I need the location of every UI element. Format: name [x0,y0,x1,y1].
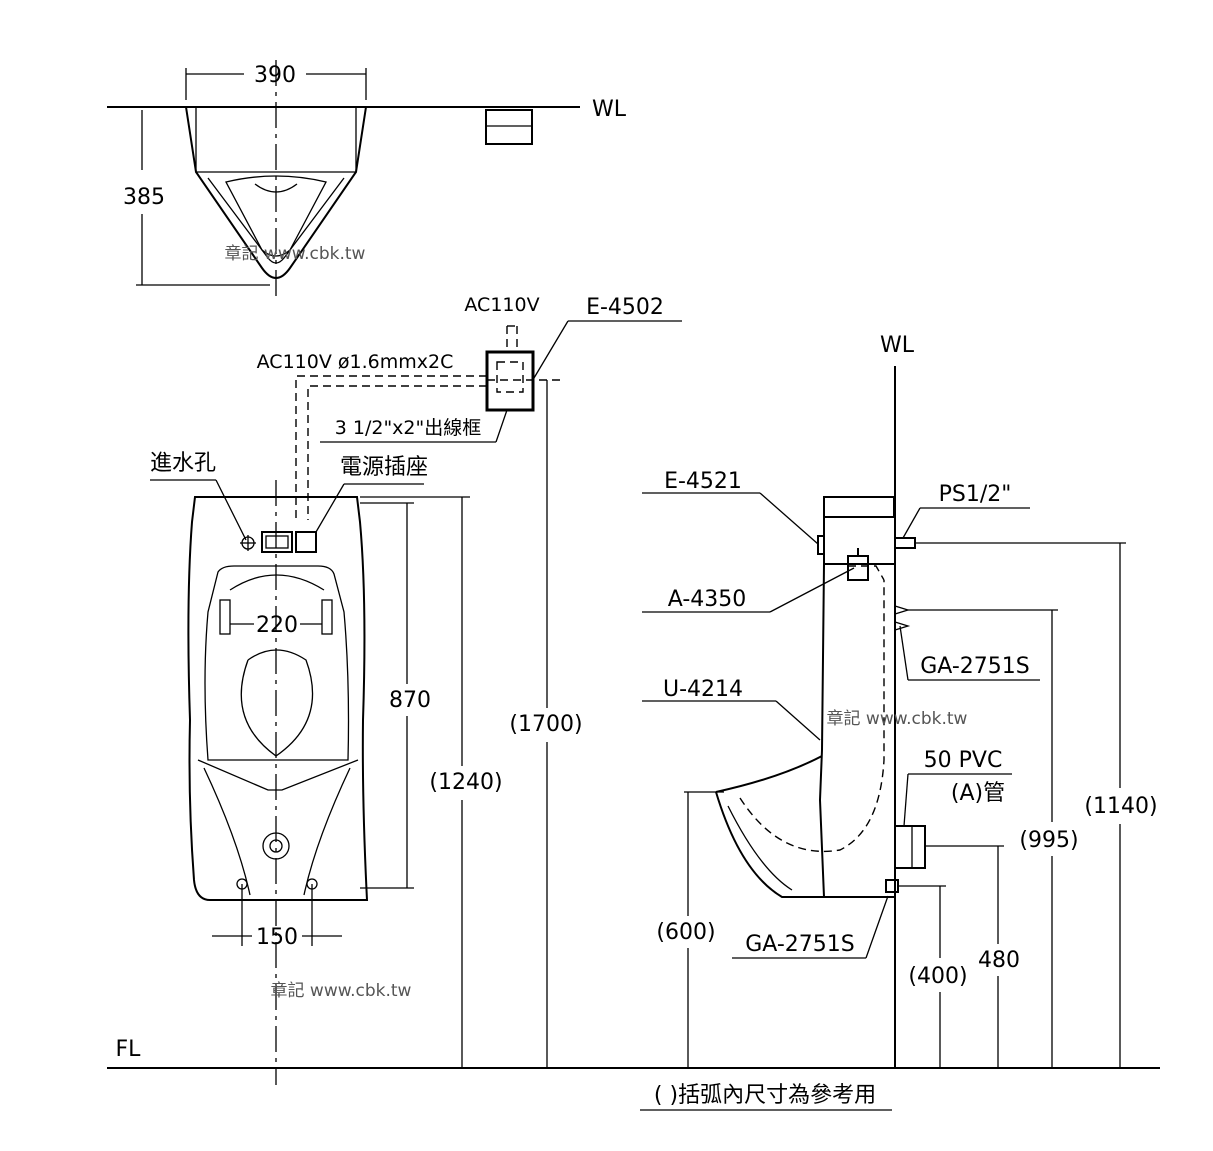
box-label: 3 1/2"x2"出線框 [335,417,482,439]
side-sensor [817,535,825,555]
label-ps: PS1/2" [939,482,1012,507]
top-depth-dim: 385 [123,185,165,210]
label-e4521: E-4521 [664,469,742,494]
front-view: AC110V E-4502 AC110V ø1.6mmx2C 3 1/2"x2"… [150,294,682,1085]
total-height-dim: (1240) [429,770,502,795]
side-view: WL E-4521 A-4350 U-4214 [642,333,1158,1068]
label-ga-top: GA-2751S [920,654,1030,679]
front-urinal-body [187,496,369,901]
inlet-label: 進水孔 [150,451,216,476]
supply-pipe [894,537,916,549]
label-pipe: (A)管 [951,781,1005,806]
sensor-model-label: E-4502 [586,295,664,320]
sensor-box [485,350,535,412]
watermark: 章記 www.cbk.tw [225,244,366,264]
bottom-fitting [885,879,899,893]
top-sensor-box [485,109,533,145]
top-width-dim: 390 [254,63,296,88]
label-a4350: A-4350 [668,587,747,612]
footnote: ( )括弧內尺寸為參考用 [654,1083,876,1108]
mount-width-dim: 150 [256,925,298,950]
floor-label: FL [116,1037,142,1062]
socket-label: 電源插座 [340,455,428,480]
cable-label: AC110V ø1.6mmx2C [257,351,454,373]
inner-width-dim: 220 [256,613,298,638]
body-height-dim: 870 [389,688,431,713]
dim-995: (995) [1019,828,1078,853]
watermark: 章記 www.cbk.tw [827,709,968,729]
label-u4214: U-4214 [663,677,743,702]
side-wall-label: WL [880,333,915,358]
power-socket [295,531,317,553]
side-body-outline [818,563,894,898]
dim-1140: (1140) [1084,794,1157,819]
watermark: 章記 www.cbk.tw [271,981,412,1001]
dim-600: (600) [656,920,715,945]
top-wall-label: WL [592,97,627,122]
top-view: WL 390 385 [107,60,627,300]
front-power-label: AC110V [464,294,539,316]
label-pvc: 50 PVC [924,748,1003,773]
flush-valve [847,555,869,581]
flush-valve-window [261,531,293,553]
side-top-cover [823,496,895,518]
pvc-pipe [894,825,926,869]
label-ga-bottom: GA-2751S [745,932,855,957]
dim-480: 480 [978,948,1020,973]
install-height-dim: (1700) [509,712,582,737]
dim-400: (400) [908,964,967,989]
